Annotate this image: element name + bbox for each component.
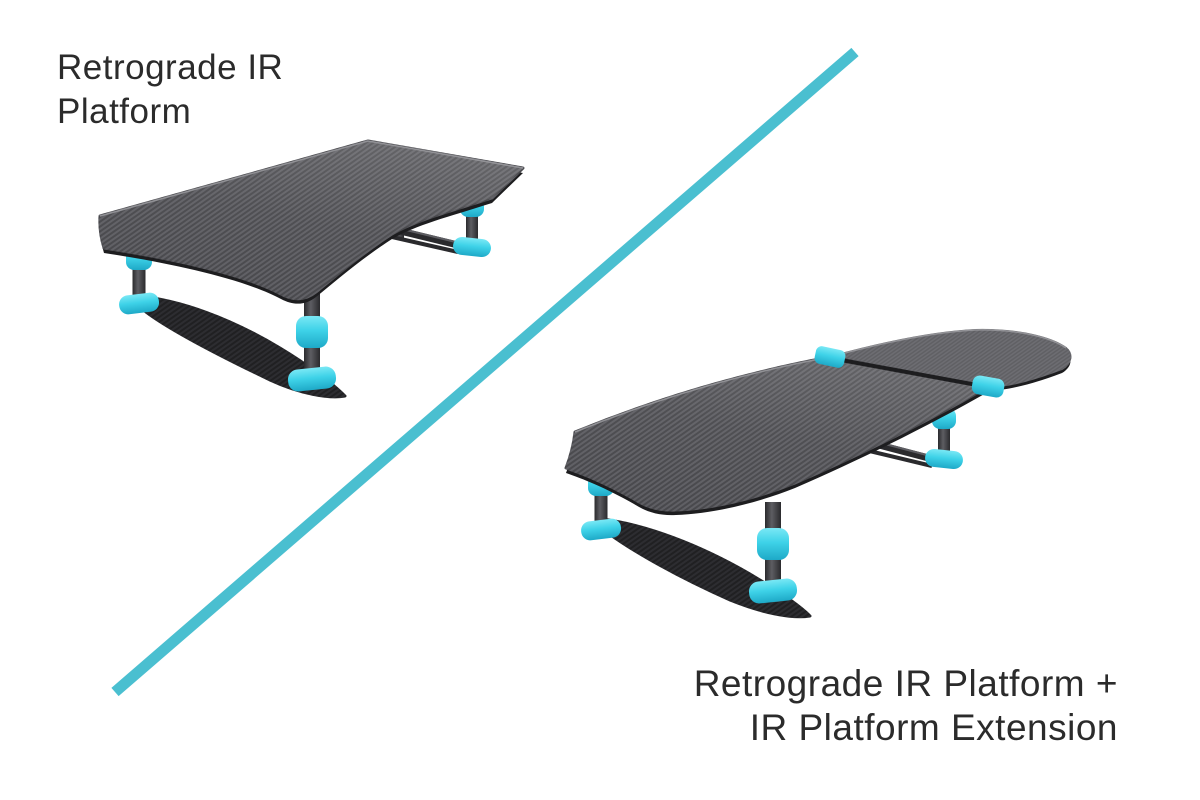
extension-clip-back (814, 346, 846, 368)
right-product-label-line2: IR Platform Extension (749, 707, 1118, 749)
platform-render (98, 139, 525, 399)
right-product-label-line1: Retrograde IR Platform + (693, 663, 1118, 704)
extension-back-edge-highlight (829, 329, 1067, 358)
platform-ext-back-edge-highlight (574, 356, 831, 433)
right-product-label: Retrograde IR Platform + IR Platform Ext… (694, 662, 1118, 751)
extension-clip-front (971, 375, 1005, 398)
extension-seam (829, 356, 989, 389)
platform-ext-leg-front-center (747, 502, 799, 605)
platform-leg-front-center (286, 290, 338, 393)
left-product-label-line2: Platform (57, 92, 192, 132)
platform-back-edge-highlight (99, 140, 524, 217)
divider-line (111, 47, 859, 697)
platform-tabletop-sheen (99, 141, 523, 299)
left-product-label-line1: Retrograde IR (57, 48, 284, 87)
platform-ext-tabletop-sheen (566, 357, 988, 511)
platform-with-extension-render (564, 328, 1072, 619)
left-product-label: Retrograde IR Platform (57, 46, 283, 134)
